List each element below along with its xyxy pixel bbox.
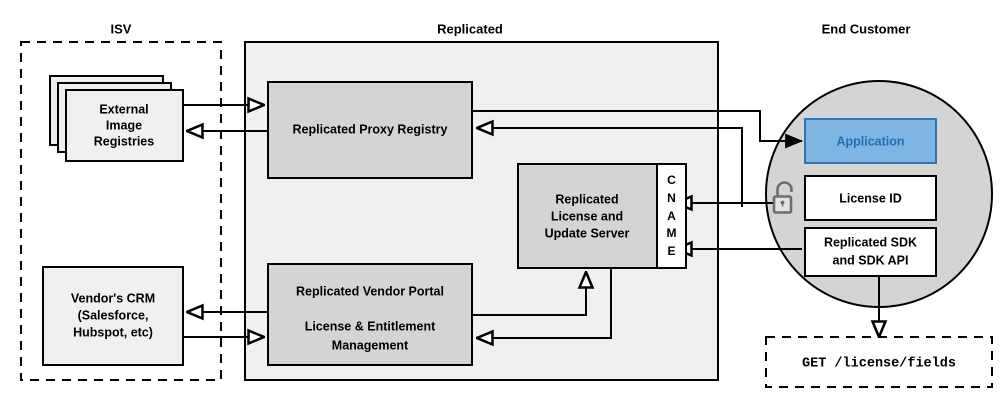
vendors-crm-box [42,266,184,366]
application-box [804,118,937,164]
connector-license-server-to-vendor-portal [477,268,612,338]
replicated-vendor-portal-box [267,263,473,366]
license-id-label: License ID [839,191,902,205]
unlock-icon-keyslot [781,202,784,207]
external-image-registries-stack-front [65,89,184,162]
connector-proxy-to-application [472,110,804,149]
unlock-icon [772,181,793,214]
unlock-icon-shackle [776,181,793,197]
cname-letter-c: C [667,173,676,187]
replicated-sdk-box [804,227,937,277]
vendor-portal-label-line-3: License & Entitlement [305,319,436,333]
replicated-license-and-update-server-box [517,163,658,269]
replicated-proxy-registry-label: Replicated Proxy Registry [293,122,448,136]
license-id-node[interactable]: License ID [804,175,937,221]
replicated-sdk-label-line-1: Replicated SDK [824,235,917,249]
replicated-license-and-update-server[interactable]: Replicated License and Update Server [517,163,658,269]
isv-zone-boundary [20,41,222,381]
license-fields-request-label: GET /license/fields [802,357,956,372]
license-server-label-line-1: Replicated [555,192,618,206]
vendors-crm-label-line-1: Vendor's CRM [71,291,155,305]
cname-letter-n: N [667,191,676,205]
zone-title-replicated: Replicated [437,21,503,36]
replicated-proxy-registry-box [267,81,473,179]
vendors-crm-label-line-2: (Salesforce, [78,308,149,322]
cname-strip-box [656,163,687,269]
connector-application-to-proxy [477,128,743,207]
cname-letter-a: A [667,209,676,223]
cname-strip[interactable]: C N A M E [656,163,687,269]
license-fields-request[interactable]: GET /license/fields [765,336,993,388]
replicated-sdk-node[interactable]: Replicated SDK and SDK API [804,227,937,277]
vendors-crm[interactable]: Vendor's CRM (Salesforce, Hubspot, etc) [42,266,184,366]
zone-title-end-customer: End Customer [822,21,911,36]
license-server-label-line-3: Update Server [545,226,630,240]
zone-title-isv: ISV [111,21,132,36]
replicated-vendor-portal[interactable]: Replicated Vendor Portal License & Entit… [267,263,473,366]
external-image-registries-label-line-1: External [99,102,148,116]
cname-letter-m: M [667,226,677,240]
connector-vendor-portal-to-license-server [472,272,586,316]
application-node[interactable]: Application [804,118,937,164]
external-image-registries-label-line-2: Image [106,118,142,132]
external-image-registries[interactable]: External Image Registries [49,75,184,162]
vendors-crm-label-line-3: Hubspot, etc) [73,325,153,339]
external-image-registries-label-line-3: Registries [94,134,154,148]
application-label: Application [836,134,904,148]
vendor-portal-label-line-4: Management [332,338,409,352]
license-fields-request-box [765,336,993,388]
license-id-box [804,175,937,221]
replicated-proxy-registry[interactable]: Replicated Proxy Registry [267,81,473,179]
cname-letter-e: E [667,244,675,258]
license-server-label-line-2: License and [551,209,623,223]
replicated-sdk-label-line-2: and SDK API [833,253,909,267]
vendor-portal-label-line-1: Replicated Vendor Portal [296,284,444,298]
